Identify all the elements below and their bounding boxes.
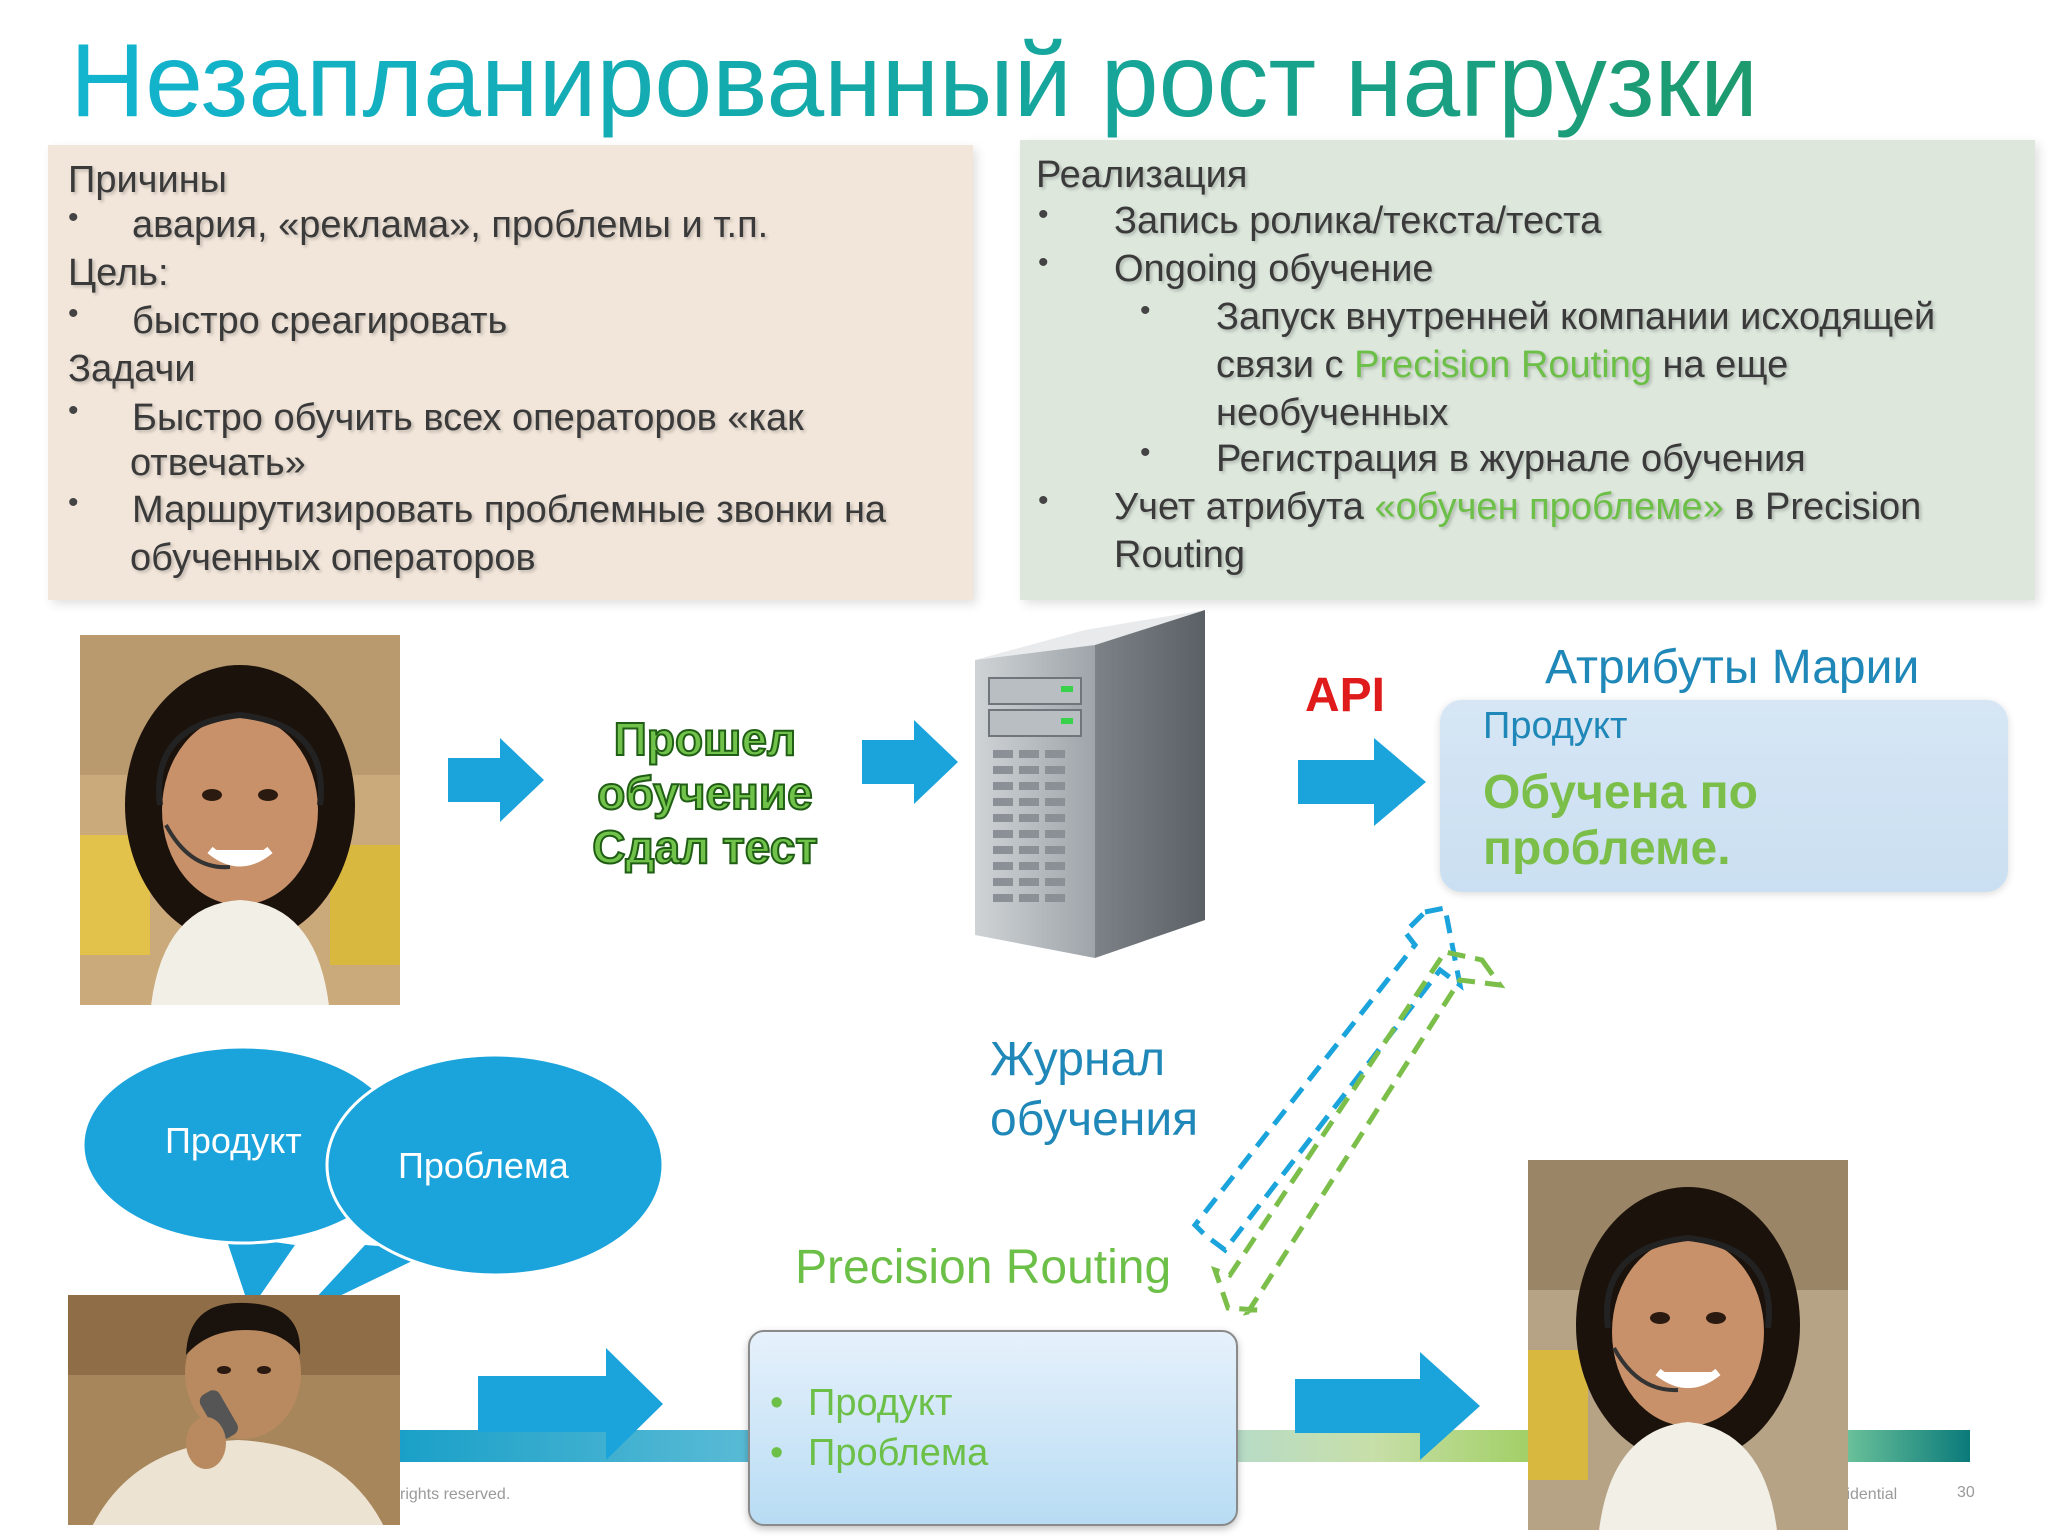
journal-line-1: Журнал: [990, 1033, 1166, 1086]
operator-photo-bottom: [1528, 1160, 1848, 1530]
attribute-trained-line-1: Обучена по: [1483, 766, 1758, 819]
bullet-dot: •: [1038, 484, 1049, 517]
training-line-3: Сдал тест: [591, 820, 819, 874]
routing-item-product: Продукт: [808, 1382, 953, 1424]
speech-bubbles: [81, 1045, 665, 1315]
impl-item-3-text: Учет атрибута: [1114, 486, 1375, 528]
impl-subitem-1-text: на еще: [1651, 344, 1789, 386]
dashed-arrows: [1191, 905, 1506, 1316]
impl-subitem-1-text: связи с: [1216, 344, 1355, 386]
bullet-dot: •: [68, 394, 79, 427]
impl-subitem-1-line1: Запуск внутренней компании исходящей: [1216, 296, 1936, 338]
arrow-right-icon: [862, 720, 958, 804]
training-passed-label: Прошел обучение Сдал тест: [560, 712, 850, 874]
journal-line-2: обучения: [990, 1093, 1199, 1146]
attributes-title: Атрибуты Марии: [1545, 641, 1920, 694]
footer-copyright: rights reserved.: [400, 1486, 511, 1503]
bullet-dot: •: [68, 201, 79, 234]
attribute-trained-line-2: проблеме.: [1483, 822, 1731, 875]
agent-with-headset-icon: [80, 635, 400, 1005]
impl-subitem-1-line2: связи с Precision Routing на еще: [1216, 342, 1788, 388]
bullet-dot: •: [68, 297, 79, 330]
panel-heading-reasons: Причины: [68, 159, 227, 201]
bullet-dot: •: [1038, 198, 1049, 231]
footer-confidential: fidential: [1842, 1486, 1898, 1503]
bullet-dot: •: [1140, 436, 1151, 469]
bubble-problem: Проблема: [398, 1145, 569, 1186]
task-item-2-cont: обученных операторов: [130, 537, 536, 579]
task-item-1: Быстро обучить всех операторов «как: [132, 397, 804, 439]
page-number: 30: [1957, 1484, 1975, 1501]
arrow-right-icon: [448, 738, 544, 822]
impl-subitem-1-line3: необученных: [1216, 392, 1449, 434]
arrow-right-icon: [478, 1348, 663, 1460]
trained-attribute-highlight: «обучен проблеме»: [1374, 486, 1724, 528]
routing-item-problem: Проблема: [808, 1432, 989, 1474]
routing-bullet: •: [770, 1432, 784, 1474]
impl-subitem-2: Регистрация в журнале обучения: [1216, 438, 1806, 480]
training-journal-label: Журнал обучения: [990, 1030, 1198, 1150]
task-item-1-cont: отвечать»: [130, 442, 306, 484]
implementation-panel: Реализация • Запись ролика/текста/теста …: [1020, 140, 2035, 600]
dashed-arrow-down-icon: [1211, 949, 1506, 1316]
attributes-box: [1440, 700, 2008, 892]
routing-bullet: •: [770, 1382, 784, 1424]
bullet-dot: •: [1140, 294, 1151, 327]
impl-item-3: Учет атрибута «обучен проблеме» в Precis…: [1114, 484, 1921, 530]
attribute-trained: Обучена по проблеме.: [1483, 765, 1758, 877]
operator-photo-top: [80, 635, 400, 1005]
reason-item: авария, «реклама», проблемы и т.п.: [132, 204, 769, 246]
api-label: API: [1305, 669, 1386, 722]
panel-heading-goal: Цель:: [68, 252, 169, 294]
training-line-1: Прошел: [613, 712, 797, 766]
goal-item: быстро среагировать: [132, 300, 508, 342]
precision-routing-highlight: Precision Routing: [1354, 344, 1652, 386]
caller-on-phone-icon: [68, 1295, 400, 1525]
server-icon: [975, 610, 1205, 958]
training-line-2: обучение: [596, 766, 813, 820]
panel-heading-implementation: Реализация: [1036, 154, 1248, 196]
attribute-product: Продукт: [1483, 705, 1628, 747]
arrow-right-icon: [1298, 738, 1426, 826]
precision-routing-box: • Продукт • Проблема: [748, 1330, 1238, 1526]
task-item-2: Маршрутизировать проблемные звонки на: [132, 489, 887, 531]
panel-heading-tasks: Задачи: [68, 348, 196, 390]
impl-item-3-line2: Routing: [1114, 534, 1245, 576]
impl-item-1: Запись ролика/текста/теста: [1114, 200, 1602, 242]
impl-item-2: Ongoing обучение: [1114, 248, 1434, 290]
caller-photo: [68, 1295, 400, 1525]
reasons-panel: Причины • авария, «реклама», проблемы и …: [48, 145, 973, 600]
arrow-right-icon: [1295, 1352, 1480, 1460]
impl-item-3-text: в Precision: [1723, 486, 1922, 528]
bullet-dot: •: [1038, 246, 1049, 279]
bubble-product: Продукт: [165, 1120, 302, 1161]
precision-routing-label: Precision Routing: [795, 1241, 1172, 1294]
bullet-dot: •: [68, 486, 79, 519]
page-title: Незапланированный рост нагрузки: [70, 22, 1758, 142]
agent-with-headset-icon: [1528, 1160, 1848, 1530]
dashed-arrow-up-icon: [1191, 905, 1464, 1254]
